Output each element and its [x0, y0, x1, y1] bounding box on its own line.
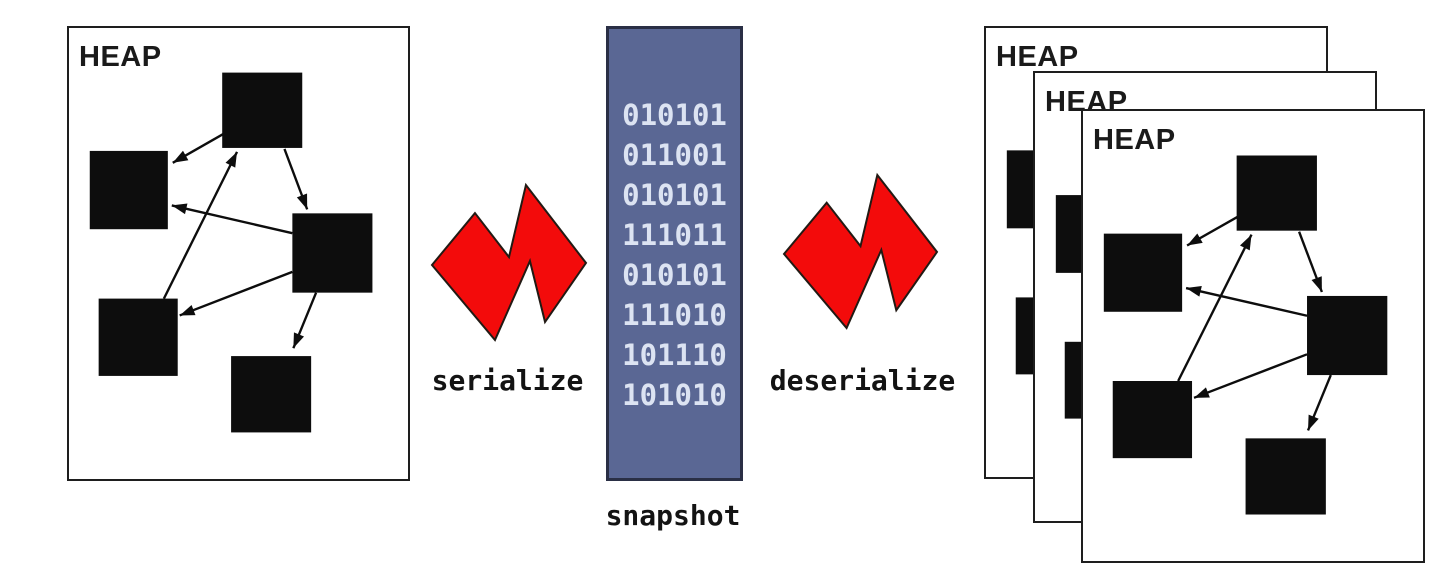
- pointer-arrow: [292, 292, 318, 349]
- snapshot-bits: 010101 011001 010101 111011 010101 111010 1011…: [609, 95, 740, 415]
- pointer-arrow: [179, 270, 293, 317]
- pointer-arrow: [171, 203, 293, 235]
- pointer-arrow: [172, 133, 224, 164]
- pointer-arrow: [162, 151, 239, 300]
- pointer-arrow: [1306, 374, 1332, 431]
- heap-label: HEAP: [79, 41, 162, 73]
- lightning-bolt-shape: [432, 185, 586, 340]
- heap-object-graph: [89, 72, 373, 433]
- heap-label: HEAP: [1093, 124, 1176, 156]
- pointer-arrow: [283, 148, 309, 210]
- heap-object-node: [89, 150, 168, 230]
- lightning-bolt-icon: [784, 175, 937, 328]
- heap-object-node: [292, 213, 373, 293]
- serialize-label: serialize: [431, 364, 584, 397]
- pointer-arrow: [1297, 231, 1324, 293]
- heap-object-node: [1103, 233, 1183, 312]
- heap-box-left: HEAP: [67, 26, 410, 481]
- heap-object-node: [1112, 381, 1193, 459]
- snapshot-bits-line: 010101: [622, 258, 727, 292]
- heap-object-node: [1236, 155, 1317, 231]
- heap-label: HEAP: [996, 41, 1079, 73]
- heap-box-copy-front: HEAP: [1081, 109, 1425, 563]
- snapshot-bits-line: 010101: [622, 98, 727, 132]
- pointer-arrow: [1185, 286, 1308, 317]
- snapshot-bits-line: 010101: [622, 178, 727, 212]
- heap-object-node: [222, 72, 303, 148]
- heap-object-node: [231, 356, 312, 433]
- heap-object-node: [1245, 438, 1326, 515]
- pointer-arrow: [1186, 215, 1239, 247]
- snapshot-label: snapshot: [605, 499, 741, 532]
- deserialize-label: deserialize: [769, 364, 956, 397]
- snapshot-bits-line: 011001: [622, 138, 727, 172]
- heap-object-node: [98, 298, 178, 376]
- lightning-bolt-shape: [784, 175, 937, 328]
- heap-object-graph: [1103, 155, 1388, 515]
- lightning-bolt-icon: [432, 185, 586, 340]
- pointer-arrow: [1177, 234, 1253, 382]
- snapshot-bits-line: 101010: [622, 378, 727, 412]
- pointer-arrow: [1193, 353, 1308, 399]
- snapshot-rect: 010101 011001 010101 111011 010101 111010 1011…: [606, 26, 743, 481]
- snapshot-bits-line: 111011: [622, 218, 727, 252]
- heap-object-node: [1307, 295, 1388, 376]
- snapshot-bits-line: 101110: [622, 338, 727, 372]
- snapshot-bits-line: 111010: [622, 298, 727, 332]
